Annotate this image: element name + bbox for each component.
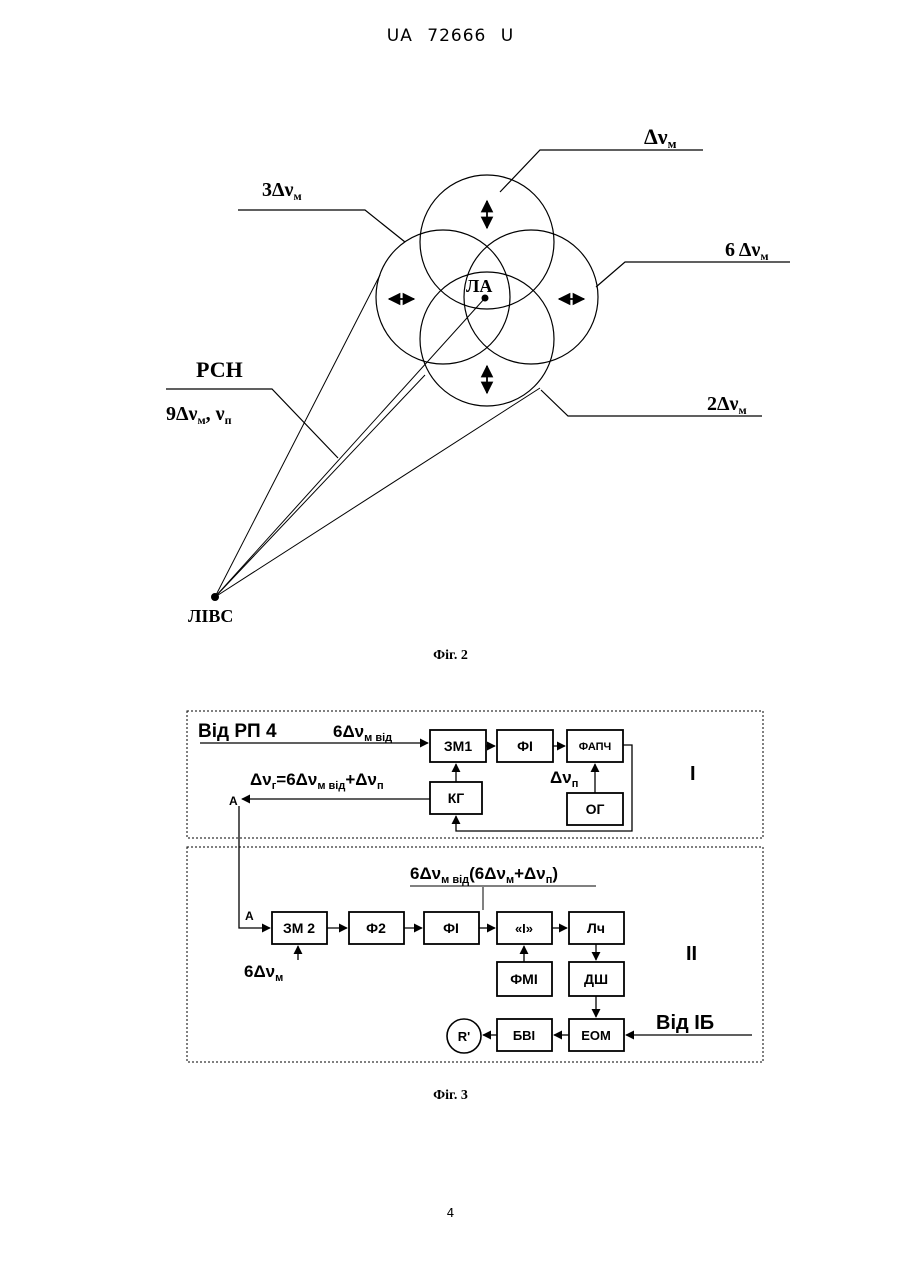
roman-section-2: II [686, 943, 697, 965]
block-zm1-label: ЗМ1 [444, 738, 472, 754]
marker-a-top: A [229, 794, 238, 808]
block-bvi-label: БВІ [513, 1028, 535, 1043]
block-fapch-label: ФАПЧ [579, 741, 612, 753]
label-rsn-params: 9Δνм, νп [166, 403, 232, 427]
label-6dvm: 6 Δνм [725, 239, 769, 263]
conn-a-zm2 [239, 806, 270, 928]
label-dvm: Δνм [644, 124, 677, 151]
label-dv-g: Δνг=6Δνм від+Δνп [250, 770, 384, 792]
block-kg-label: КГ [448, 790, 465, 806]
block-zm2-label: ЗМ 2 [283, 920, 315, 936]
block-og-label: ОГ [586, 801, 605, 817]
figure-2 [166, 150, 790, 601]
label-source: ЛІВС [188, 606, 233, 626]
block-fmi-label: ФМІ [510, 971, 538, 987]
input-label-ib: Від ІБ [656, 1012, 714, 1034]
block-dsh-label: ДШ [584, 971, 608, 987]
block-fi-bottom-label: ФІ [443, 920, 459, 936]
beam-line [215, 298, 485, 597]
figure-3 [187, 711, 763, 1062]
label-6dvm-vid: 6Δνм від [333, 722, 392, 744]
beam-line [215, 375, 425, 597]
label-formula-2: 6Δνм від(6Δνм+Δνп) [410, 864, 558, 886]
label-dv-n: Δνп [550, 768, 578, 790]
label-6dvm-bottom: 6Δνм [244, 962, 283, 984]
marker-a-bottom: A [245, 909, 254, 923]
block-f2-label: Ф2 [366, 920, 386, 936]
block-fi-top-label: ФІ [517, 738, 533, 754]
label-rsn: РСН [196, 357, 243, 382]
label-2dvm: 2Δνм [707, 393, 747, 417]
label-aircraft: ЛА [466, 276, 492, 296]
figure-2-caption: Фіг. 2 [0, 648, 901, 664]
output-r-label: R' [458, 1029, 470, 1044]
leader-line-6dvm [596, 262, 790, 287]
beam-line [215, 388, 540, 597]
block-eom-label: ЕОМ [581, 1028, 611, 1043]
leader-line-dvm [500, 150, 703, 192]
input-label-rp4: Від РП 4 [198, 721, 277, 742]
block-lch-label: Лч [587, 920, 605, 936]
block-det-label: «І» [515, 921, 533, 936]
beam-line [215, 275, 380, 597]
roman-section-1: I [690, 763, 696, 785]
page-number: 4 [0, 1206, 901, 1220]
label-3dvm: 3Δνм [262, 179, 302, 203]
leader-line-3dvm [238, 210, 405, 242]
figure-3-caption: Фіг. 3 [0, 1088, 901, 1104]
